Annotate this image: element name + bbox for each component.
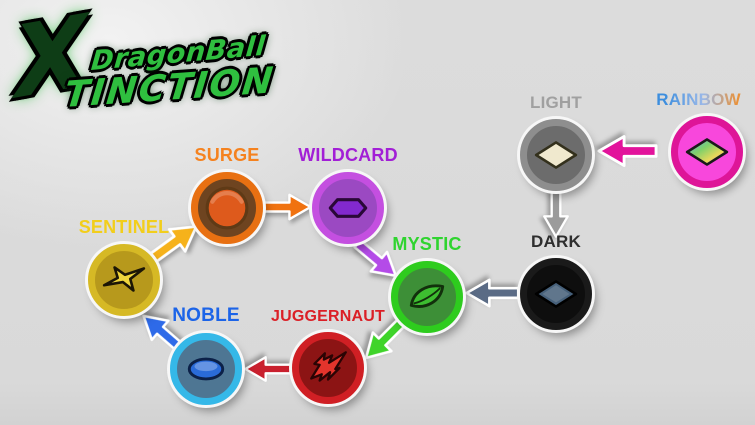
leaf-icon xyxy=(409,284,445,308)
surge-label: SURGE xyxy=(194,145,260,165)
arrow-light-to-dark xyxy=(542,189,571,239)
light-label: LIGHT xyxy=(530,93,582,112)
lightning-burst-icon xyxy=(310,351,347,382)
light-badge xyxy=(520,119,592,191)
noble-badge xyxy=(170,333,242,405)
four-point-star-icon xyxy=(102,266,146,292)
arrow-mystic-to-juggernaut xyxy=(353,309,415,371)
ellipse-icon xyxy=(187,357,225,381)
diamond-icon xyxy=(534,141,578,169)
arrow-juggernaut-to-noble xyxy=(243,355,293,384)
hexagon-icon xyxy=(328,198,368,218)
rainbow-badge xyxy=(671,116,743,188)
dark-badge xyxy=(520,258,592,330)
surge-badge xyxy=(191,172,263,244)
game-logo: X DragonBall TINCTION xyxy=(4,0,276,136)
juggernaut-label: JUGGERNAUT xyxy=(270,308,386,325)
arrow-wildcard-to-mystic xyxy=(346,231,407,289)
diamond-icon xyxy=(534,280,578,308)
wildcard-label: WILDCARD xyxy=(298,145,398,165)
arrow-dark-to-mystic xyxy=(464,277,520,309)
sentinel-label: SENTINEL xyxy=(78,217,170,237)
sentinel-badge xyxy=(88,244,160,316)
dark-label: DARK xyxy=(531,232,581,251)
arrow-sentinel-to-surge xyxy=(142,212,208,273)
noble-label: NOBLE xyxy=(172,305,240,326)
circle-icon xyxy=(205,186,249,230)
diamond-icon xyxy=(685,138,729,166)
arrow-surge-to-wildcard xyxy=(261,192,313,222)
wildcard-badge xyxy=(312,172,384,244)
rainbow-label: RAINBOW xyxy=(656,90,741,109)
mystic-label: MYSTIC xyxy=(392,234,462,254)
juggernaut-badge xyxy=(292,332,364,404)
arrow-rainbow-to-light xyxy=(596,134,658,169)
mystic-badge xyxy=(391,261,463,333)
